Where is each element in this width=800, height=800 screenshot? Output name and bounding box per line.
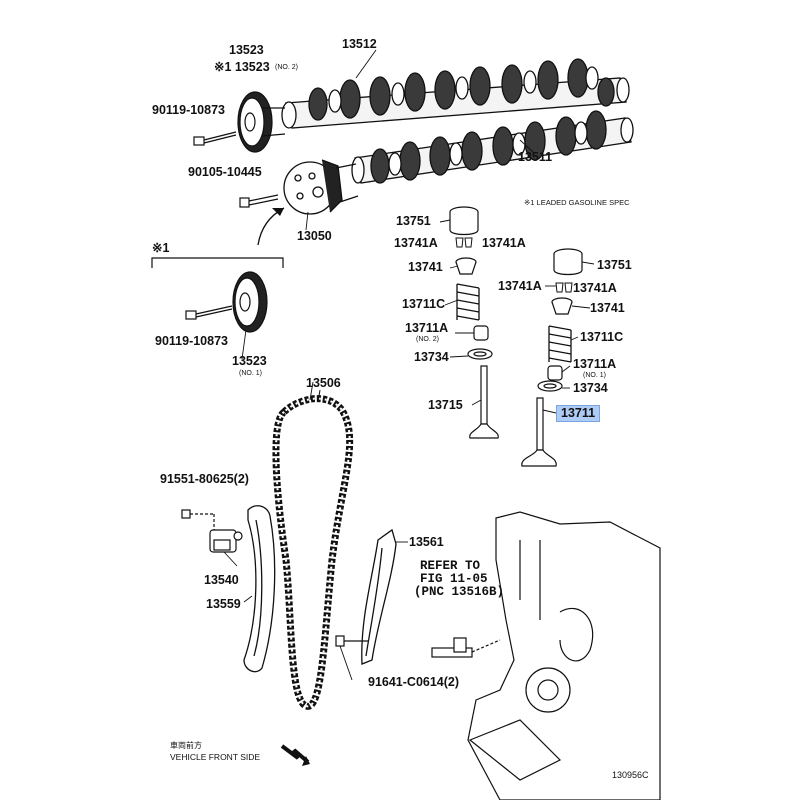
label-13523-bottom: 13523 xyxy=(232,354,267,368)
valve-13711 xyxy=(521,397,557,467)
label-13559: 13559 xyxy=(206,597,241,611)
label-13741A-a2: 13741A xyxy=(482,236,526,250)
leaded-gasoline-note: ※1 LEADED GASOLINE SPEC xyxy=(524,198,630,207)
label-91641: 91641-C0614(2) xyxy=(368,675,460,689)
label-13741-a: 13741 xyxy=(408,260,443,274)
vehicle-front-arrow xyxy=(280,744,310,764)
camshaft-13511 xyxy=(351,110,634,184)
label-13734-a: 13734 xyxy=(414,350,449,364)
bolt-90119-top xyxy=(193,131,237,146)
vehicle-front-en: VEHICLE FRONT SIDE xyxy=(170,752,261,762)
label-13512: 13512 xyxy=(342,37,377,51)
label-13506: 13506 xyxy=(306,376,341,390)
chain-tensioner-13540 xyxy=(209,529,243,553)
label-no1-sprocket: (NO. 1) xyxy=(239,370,262,377)
label-13711A-b: 13711A xyxy=(573,357,617,371)
label-13050: 13050 xyxy=(297,229,332,243)
bolt-91551 xyxy=(181,509,215,530)
label-13734-b: 13734 xyxy=(573,381,608,395)
refer-line-1: REFER TO xyxy=(420,559,481,573)
camshaft-13512 xyxy=(281,58,630,129)
keepers-13741A-b xyxy=(555,282,573,293)
engine-block xyxy=(467,511,661,800)
note1-bracket xyxy=(151,257,284,268)
label-13741A-a1: 13741A xyxy=(394,236,438,250)
keepers-13741A-a xyxy=(455,237,473,248)
label-no1-valve: (NO. 1) xyxy=(583,372,606,379)
label-13741-b: 13741 xyxy=(590,301,625,315)
sprocket-13523-no2 xyxy=(237,91,286,153)
bolt-90119-bottom xyxy=(185,305,233,320)
label-13711C-b: 13711C xyxy=(580,330,624,344)
tensioner-slipper-13559 xyxy=(243,505,276,673)
spring-13711C-b xyxy=(548,325,572,363)
guide-pin xyxy=(431,637,501,658)
seat-13734-a xyxy=(467,348,493,360)
label-90105: 90105-10445 xyxy=(188,165,262,179)
refer-line-2: FIG 11-05 xyxy=(420,572,488,586)
label-13741A-b2: 13741A xyxy=(573,281,617,295)
label-13751-b: 13751 xyxy=(597,258,632,272)
valve-lifter-13751-a xyxy=(449,206,479,236)
valve-13715 xyxy=(469,365,499,439)
timing-chain-13506 xyxy=(272,395,354,710)
label-13711C-a: 13711C xyxy=(402,297,446,311)
retainer-13741-a xyxy=(455,257,477,275)
label-13540: 13540 xyxy=(204,573,239,587)
label-91551: 91551-80625(2) xyxy=(160,472,249,486)
vvt-gear-13050 xyxy=(283,159,359,215)
label-90119-top: 90119-10873 xyxy=(152,103,225,117)
label-no2-top: (NO. 2) xyxy=(275,64,298,71)
valve-lifter-13751-b xyxy=(553,248,583,276)
refer-line-3[interactable]: (PNC 13516B) xyxy=(414,585,505,599)
figure-id: 130956C xyxy=(612,770,649,780)
seat-13734-b xyxy=(537,380,563,392)
label-13741A-b1: 13741A xyxy=(498,279,542,293)
retainer-13741-b xyxy=(551,297,573,315)
label-13523-note: ※1 13523 xyxy=(214,60,270,74)
label-13523-top: 13523 xyxy=(229,43,264,57)
leader-lines xyxy=(223,49,595,681)
label-13561: 13561 xyxy=(409,535,444,549)
label-13751-a: 13751 xyxy=(396,214,431,228)
label-13511: 13511 xyxy=(518,150,553,164)
bolt-90105 xyxy=(239,194,279,208)
label-13711-highlighted[interactable]: 13711 xyxy=(556,405,601,422)
vehicle-front-jp: 車両前方 xyxy=(170,741,202,750)
label-note1: ※1 xyxy=(152,241,170,255)
label-no2-valve: (NO. 2) xyxy=(416,336,439,343)
spring-13711C-a xyxy=(456,283,480,321)
seal-13711A-a xyxy=(473,325,489,341)
seal-13711A-b xyxy=(547,365,563,381)
label-13715: 13715 xyxy=(428,398,463,412)
label-90119-bottom: 90119-10873 xyxy=(155,334,228,348)
label-13711A-a: 13711A xyxy=(405,321,449,335)
chain-guide-13561 xyxy=(361,528,397,665)
sprocket-13523-no1 xyxy=(232,271,268,333)
